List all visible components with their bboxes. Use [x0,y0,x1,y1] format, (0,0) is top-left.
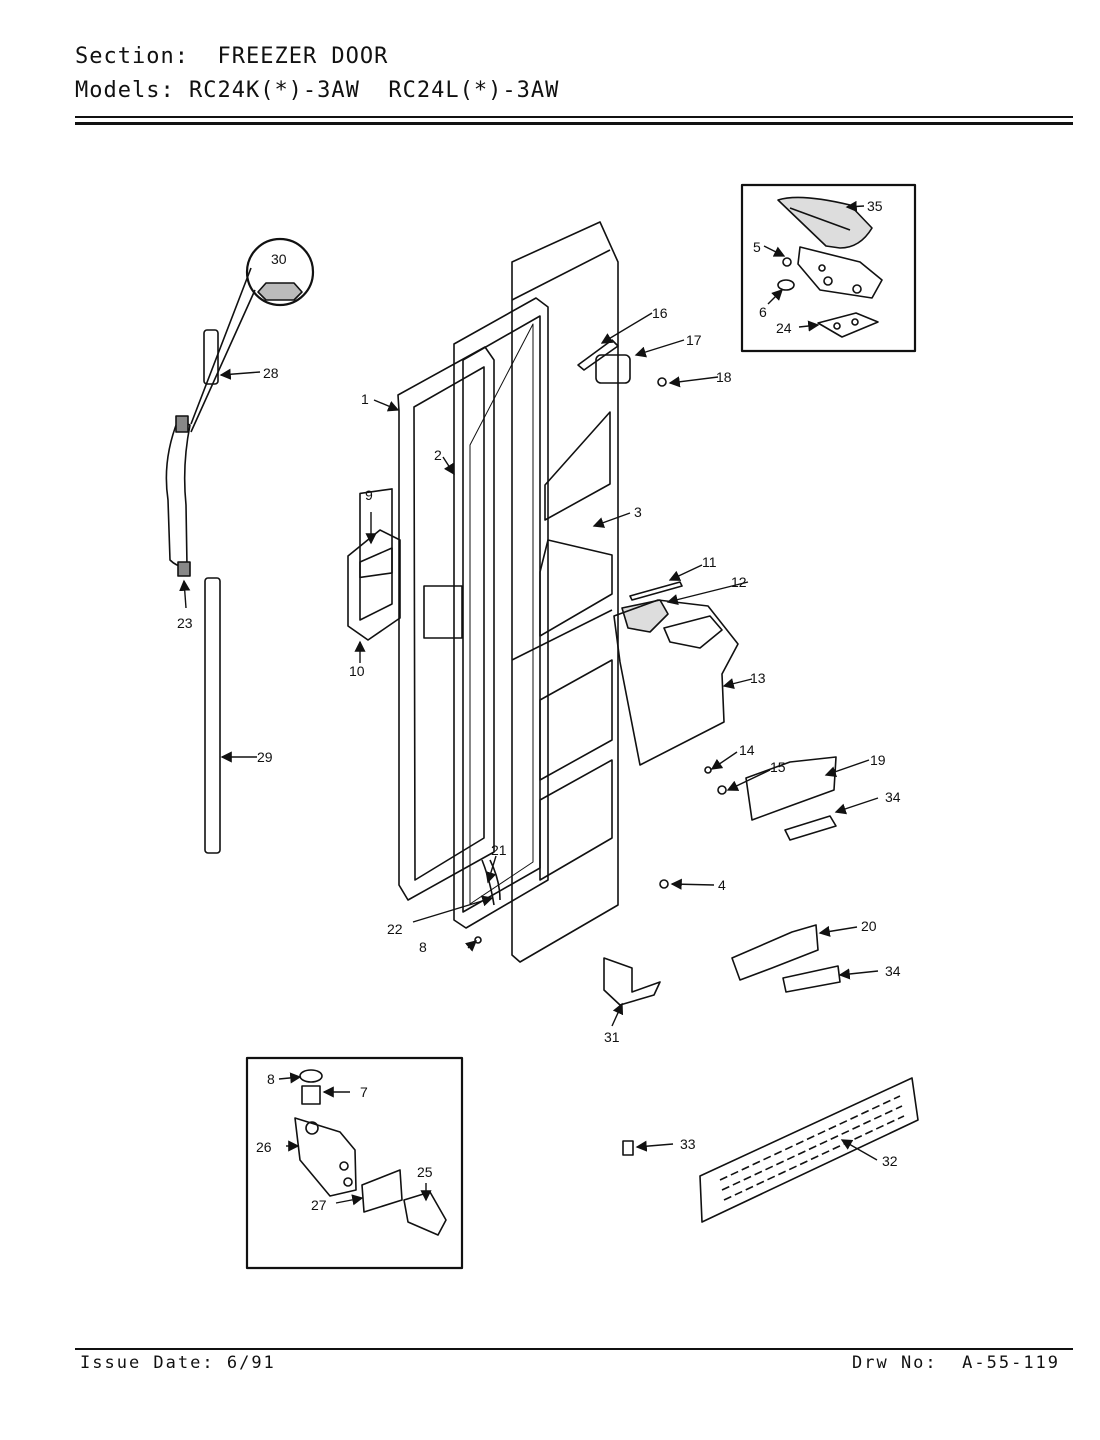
bottom-hinge-bracket-part [294,1117,357,1197]
door-gasket-part [453,297,549,929]
callout-21: 21 [491,842,507,858]
callout-5: 5 [753,239,761,255]
small-washer-part [704,766,712,774]
issue-date: Issue Date: 6/91 [80,1353,276,1373]
lamp-socket-part [595,354,631,384]
section-title: FREEZER DOOR [217,44,389,69]
callout-22: 22 [387,921,403,937]
callout-11: 11 [702,554,717,570]
handle-trim-long-part [204,577,221,854]
hinge-screw-small-part [657,377,667,387]
detail-leader-lines [190,267,256,433]
section-label: Section: [75,44,189,69]
grille-clip-part [622,1140,634,1156]
callout-2: 2 [434,447,442,463]
callout-19: 19 [870,752,886,768]
callout-13: 13 [750,670,766,686]
header-rule-bottom [75,122,1073,125]
issue-date-label: Issue Date: [80,1353,215,1373]
pad-trim-strip-part [782,965,841,993]
callout-14: 14 [739,742,755,758]
callout-24: 24 [776,320,792,336]
top-hinge-bracket-part [797,246,883,299]
door-liner-part [511,221,619,963]
callout-8-gasket: 8 [419,939,427,955]
gasket-washer-part [474,936,482,944]
models-line: Models: RC24K(*)-3AW RC24L(*)-3AW [75,78,559,103]
callout-31: 31 [604,1029,620,1045]
handle-nut-detail-circle [245,237,315,307]
callout-34-pad: 34 [885,963,901,979]
hinge-inset-box [740,183,917,353]
top-hinge-spacer-part [577,339,619,371]
dispenser-pad-part [731,924,819,981]
top-hinge-cover-part [777,196,873,249]
bushing-part [301,1085,321,1105]
liner-screw-part [659,879,669,889]
bottom-washer-part [299,1069,323,1083]
hinge-cam-part [403,1191,447,1236]
callout-numbers: 1 2 3 4 5 6 7 8 8 9 10 11 12 13 14 15 16… [177,198,901,1213]
drawing-number-label: Drw No: [852,1353,938,1373]
drawing-number-value: A-55-119 [962,1353,1061,1373]
models-value: RC24K(*)-3AW RC24L(*)-3AW [188,78,560,103]
dispenser-frame-part [347,529,463,641]
hinge-shim-plate-part [361,1169,403,1213]
callout-32: 32 [882,1153,898,1169]
header-rule-top [75,116,1073,118]
hinge-screw-part [782,257,792,267]
callout-35: 35 [867,198,883,214]
drawing-number: Drw No: A-55-119 [852,1353,1060,1373]
callout-30: 30 [271,251,287,267]
callout-12: 12 [731,574,747,590]
callout-15: 15 [770,759,786,775]
callout-10: 10 [349,663,365,679]
callout-1: 1 [361,391,369,407]
callout-6: 6 [759,304,767,320]
section-line: Section: FREEZER DOOR [75,44,388,69]
callout-29: 29 [257,749,273,765]
callout-3: 3 [634,504,642,520]
callout-28: 28 [263,365,279,381]
handle-trim-top-part [203,329,219,385]
housing-screw-part [717,785,727,795]
tray-trim-strip-part [784,815,837,841]
callout-26: 26 [256,1139,272,1155]
models-label: Models: [75,78,175,103]
callout-8-hinge: 8 [267,1071,275,1087]
hinge-shim-part [817,312,879,338]
callout-23: 23 [177,615,193,631]
callout-20: 20 [861,918,877,934]
callout-7: 7 [360,1084,368,1100]
callout-16: 16 [652,305,668,321]
bottom-hinge-inset-box [245,1056,464,1270]
door-handle-part [165,415,191,577]
outer-door-panel-part [359,346,495,901]
handle-nut-part [257,282,303,301]
callout-18: 18 [716,369,732,385]
toe-grille-part [699,1077,919,1223]
hinge-washer-part [777,279,795,291]
callout-17: 17 [686,332,702,348]
dispenser-lever-part [603,957,661,1006]
callout-25: 25 [417,1164,433,1180]
footer-rule [75,1348,1073,1350]
spring-part [629,581,683,601]
callout-34-tray: 34 [885,789,901,805]
callout-9: 9 [365,487,373,503]
leader-arrows [179,200,879,1206]
issue-date-value: 6/91 [226,1353,276,1373]
callout-33: 33 [680,1136,696,1152]
dispenser-tray-part [745,756,837,821]
callout-4: 4 [718,877,726,893]
callout-27: 27 [311,1197,327,1213]
